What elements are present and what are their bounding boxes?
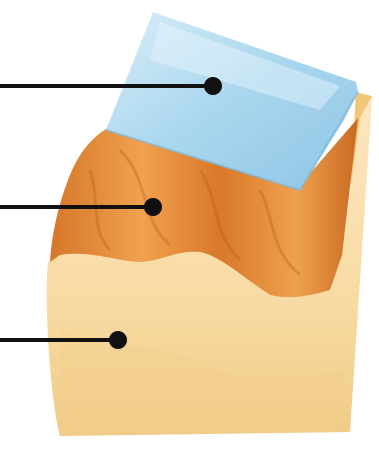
- layer-middle: [50, 118, 358, 298]
- top-layer-highlight: [150, 22, 340, 110]
- pointer-top: [0, 77, 222, 95]
- layer-bottom: [46, 96, 373, 436]
- pointer-top-dot: [204, 77, 222, 95]
- pointer-middle-dot: [144, 198, 162, 216]
- bottom-layer-shading: [60, 330, 345, 436]
- top-layer-edge: [105, 91, 359, 192]
- pointer-bottom: [0, 331, 127, 349]
- layer-top: [106, 12, 358, 190]
- pointer-middle: [0, 198, 162, 216]
- middle-layer-grain: [88, 148, 301, 277]
- pointer-bottom-dot: [109, 331, 127, 349]
